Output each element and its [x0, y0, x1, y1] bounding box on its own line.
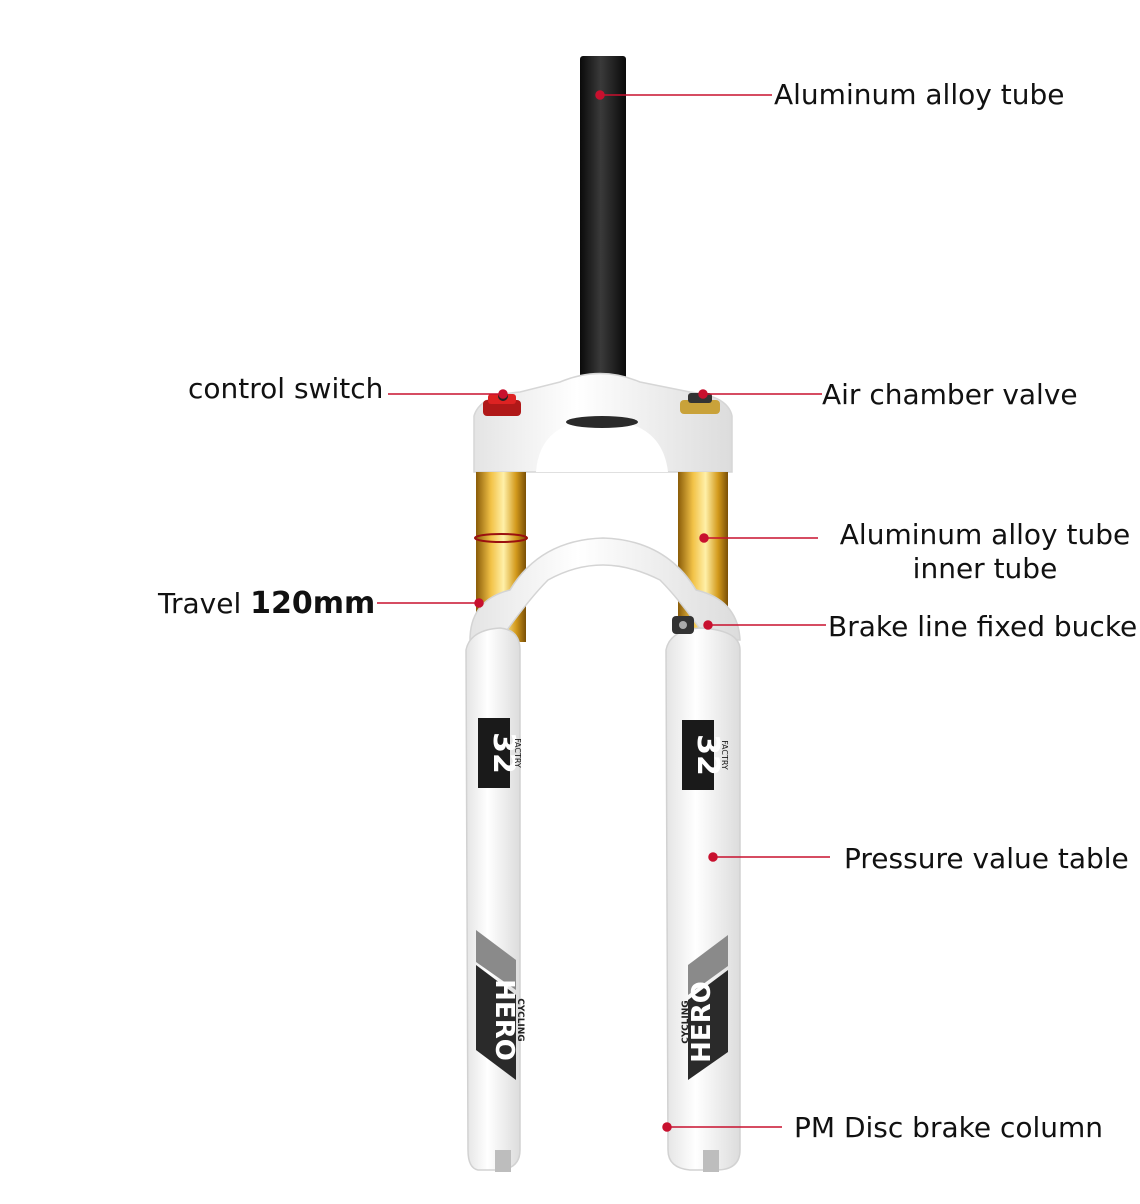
right-brand-main: HERO: [687, 981, 717, 1063]
leader-travel: [377, 598, 484, 608]
left-model-suffix: FACTRY: [513, 738, 522, 768]
left-brand-decal: HERO CYCLING: [476, 930, 525, 1080]
label-travel-value: 120mm: [250, 586, 376, 621]
label-control-switch: control switch: [188, 372, 384, 405]
steerer-tube: [580, 56, 626, 386]
air-valve-cap: [680, 393, 720, 414]
left-model-decal: 32 FACTRY: [478, 718, 522, 788]
brake-line-clip: [672, 616, 694, 634]
label-inner-tube-line2: inner tube: [912, 552, 1058, 585]
label-travel: Travel 120mm: [158, 587, 375, 621]
label-inner-tube: Aluminum alloy tube inner tube: [830, 518, 1140, 586]
right-model-decal: 32 FACTRY: [682, 720, 729, 790]
right-model-suffix: FACTRY: [720, 740, 729, 770]
fork-arch: [469, 537, 741, 641]
label-travel-prefix: Travel: [158, 587, 242, 620]
leader-air-valve: [698, 389, 822, 399]
label-pm-disc-brake-column: PM Disc brake column: [794, 1111, 1104, 1144]
right-brand-decal: HERO CYCLING: [681, 935, 728, 1080]
label-brake-line-fixed-buckle: Brake line fixed bucke: [828, 610, 1138, 643]
leader-brake-line: [703, 620, 826, 630]
left-lower: [465, 627, 521, 1171]
right-lower: [665, 627, 741, 1171]
right-model-number: 32: [690, 734, 725, 776]
leader-disc-brake: [662, 1122, 782, 1132]
label-pressure-value-table: Pressure value table: [844, 842, 1129, 875]
left-brand-main: HERO: [489, 979, 519, 1061]
label-air-chamber-valve: Air chamber valve: [822, 378, 1078, 411]
left-brand-top: CYCLING: [515, 998, 525, 1041]
leader-pressure: [708, 852, 830, 862]
leader-steerer: [595, 90, 772, 100]
label-inner-tube-line1: Aluminum alloy tube: [839, 518, 1131, 551]
label-steerer-tube: Aluminum alloy tube: [774, 78, 1065, 111]
right-brand-top: CYCLING: [681, 1000, 691, 1043]
leader-control-switch: [388, 389, 508, 399]
leader-inner-tube: [699, 533, 818, 543]
left-model-number: 32: [486, 732, 521, 774]
